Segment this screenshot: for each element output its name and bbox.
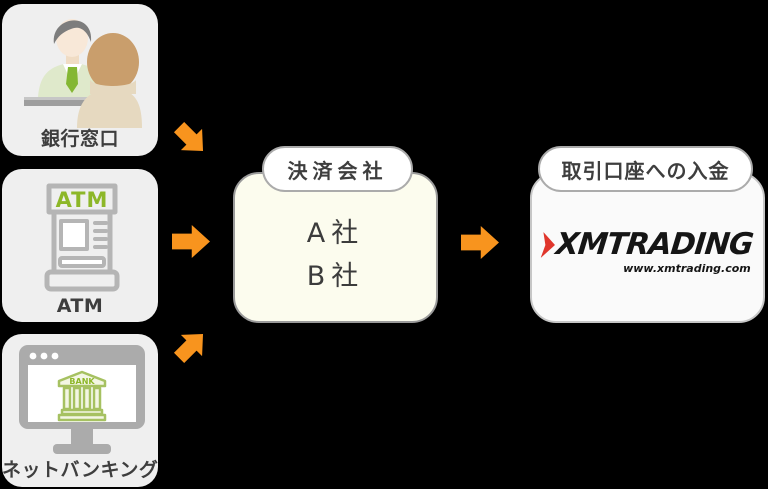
arrow-net-to-payment-icon — [168, 323, 213, 368]
bank-building-text: BANK — [69, 377, 95, 386]
arrow-payment-to-account-icon — [461, 226, 499, 259]
bank-building-icon — [57, 370, 107, 422]
bank-counter-illustration-icon — [20, 10, 142, 132]
company-b: B社 — [306, 261, 365, 293]
xm-logo-text: XMTRADING — [554, 227, 755, 262]
payment-company-title: 決済会社 — [262, 146, 413, 192]
arrow-bank-to-payment-icon — [168, 116, 213, 161]
atm-screen-text: ATM — [56, 188, 109, 212]
bank-counter-label: 銀行窓口 — [40, 128, 119, 150]
company-a: A社 — [306, 218, 365, 249]
payment-company-box: A社 B社 — [233, 172, 438, 323]
trading-account-title: 取引口座への入金 — [538, 146, 753, 192]
source-box-net-banking: BANK ネットバンキング — [2, 334, 158, 487]
net-banking-label: ネットバンキング — [2, 459, 159, 481]
source-box-bank-counter: 銀行窓口 — [2, 4, 158, 156]
xmtrading-logo: XMTRADING www.xmtrading.com — [542, 227, 755, 275]
xm-logo-url-text: www.xmtrading.com — [623, 262, 751, 275]
atm-machine-icon: ATM — [44, 182, 120, 296]
trading-account-box: XMTRADING www.xmtrading.com — [530, 172, 765, 323]
atm-label: ATM — [56, 295, 104, 317]
arrow-atm-to-payment-icon — [172, 225, 210, 258]
online-banking-monitor-icon: BANK — [19, 345, 145, 461]
source-box-atm: ATM ATM — [2, 169, 158, 322]
